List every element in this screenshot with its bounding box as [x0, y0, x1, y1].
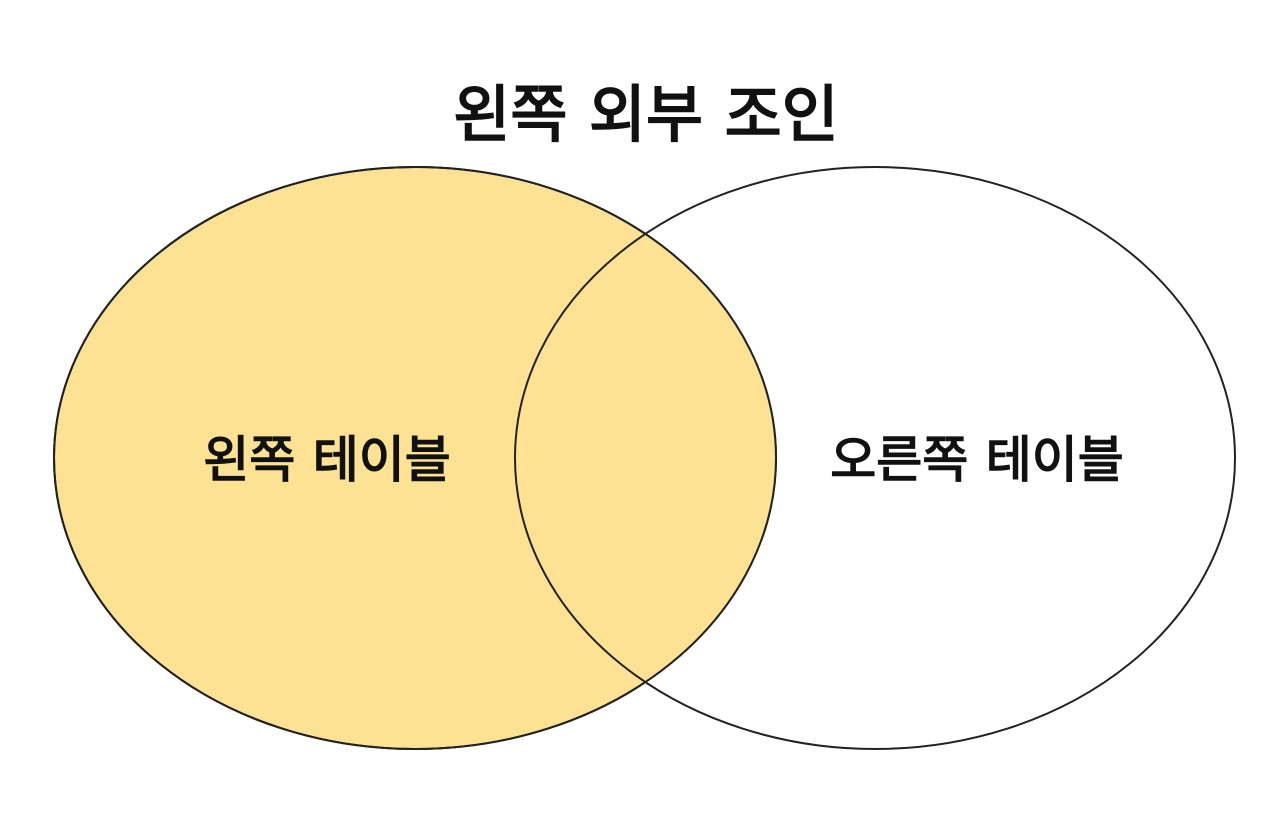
left-table-outline [53, 166, 777, 750]
right-table-label: 오른쪽 테이블 [830, 431, 1123, 489]
left-table-label: 왼쪽 테이블 [203, 431, 450, 489]
intersection-region [515, 167, 776, 749]
right-table-set [514, 166, 1236, 750]
diagram-title: 왼쪽 외부 조인 [453, 78, 838, 151]
